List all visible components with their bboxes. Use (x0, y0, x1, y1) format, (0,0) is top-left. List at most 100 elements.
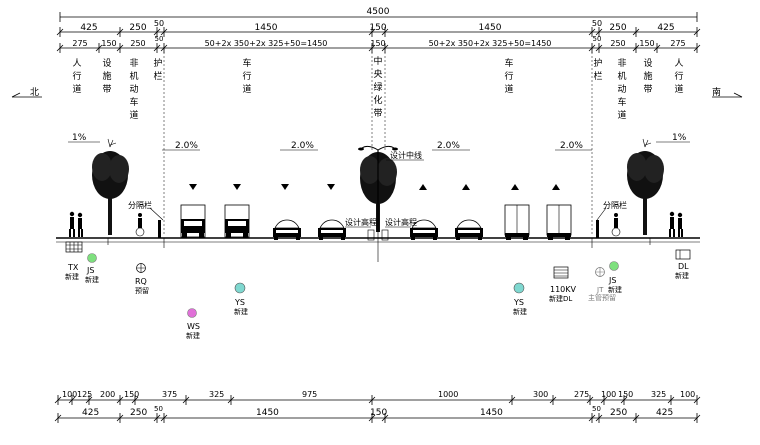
vehicles (180, 204, 572, 240)
arrow-down-2 (233, 184, 241, 190)
bdim1-375: 375 (162, 390, 177, 399)
car-right-1 (410, 219, 438, 240)
dim-r2-50-right: 50 (592, 19, 602, 28)
vertical-labels: 人行道 设施带 非机动车道 护栏 车行道 中央绿化带 车行道 护栏 非机动车道 … (72, 55, 683, 121)
bdim2-50-left: 50 (154, 405, 163, 413)
utility-ws: WS 新建 (186, 308, 200, 340)
dim-r3-150-center: 150 (370, 39, 385, 48)
bdim1-300: 300 (533, 390, 548, 399)
bdim1-325: 325 (209, 390, 224, 399)
bottom-dimension-lines (54, 395, 701, 423)
bottom-row2-labels: 425 250 50 1450 150 1450 50 250 425 (82, 405, 673, 418)
label-right-guardrail: 护栏 (593, 57, 602, 82)
bdim2-425-right: 425 (656, 408, 673, 418)
slope-road-3: 2.0% (437, 141, 460, 151)
label-right-nonmotor: 非机动车道 (617, 57, 626, 121)
bdim1-325b: 325 (651, 390, 666, 399)
slope-indicators: 1% 1% 2.0% 2.0% 2.0% 2.0% (68, 133, 690, 151)
label-left-guardrail: 护栏 (153, 57, 162, 82)
dim-r3-250-right: 250 (610, 39, 625, 48)
dim-r2-1450-left: 1450 (255, 23, 278, 33)
utility-js-left-marker (87, 253, 97, 263)
utility-tx: TX 新建 (65, 241, 83, 281)
bdim2-1450-right: 1450 (480, 408, 503, 418)
dim-r2-425-left: 425 (80, 23, 97, 33)
arrow-up-3 (511, 184, 519, 190)
utility-ws-status: 新建 (186, 331, 200, 340)
extension-lines (163, 48, 593, 235)
utility-ys-right-code: YS (513, 298, 524, 307)
utility-js-right: JS 新建 (608, 261, 622, 294)
utility-110kv: 110KV 新建DL (549, 266, 577, 303)
utility-rq-status: 预留 (135, 286, 149, 295)
label-left-facility: 设施带 (102, 58, 111, 95)
total-width-label: 4500 (367, 7, 390, 17)
design-centerline-label: 设计中线 (390, 150, 422, 160)
utility-tx-status: 新建 (65, 272, 79, 281)
dim-r3-50-left: 50 (155, 35, 164, 43)
dim-r2-250-right: 250 (609, 23, 626, 33)
bdim1-200: 200 (100, 390, 115, 399)
utility-js-right-code: JS (608, 276, 616, 285)
bottom-row1-labels: 100 125 200 150 375 325 975 1000 300 275… (62, 390, 695, 399)
slope-road-1: 2.0% (175, 141, 198, 151)
dim-r3-150-left: 150 (101, 39, 116, 48)
dim-r2-425-right: 425 (657, 23, 674, 33)
north-label: 北 (30, 87, 39, 98)
arrow-down-1 (189, 184, 197, 190)
design-elevation-left: 设计高程 (345, 217, 377, 227)
utility-jt: JT 主管预留 (588, 267, 616, 302)
top-dimension-lines (56, 12, 701, 53)
utility-ys-left: YS 新建 (234, 282, 248, 316)
tree-right (627, 138, 664, 235)
divider-label-left: 分隔栏 (128, 200, 152, 210)
bdim1-125: 125 (77, 390, 92, 399)
utility-ys-right-marker (513, 282, 525, 294)
utility-jt-status: 主管预留 (588, 293, 616, 302)
utility-ys-right: YS 新建 (513, 282, 527, 316)
slope-road-2: 2.0% (291, 141, 314, 151)
dim-r3-formula-right: 50+2x 350+2x 325+50=1450 (429, 39, 552, 48)
car-right-2 (455, 219, 483, 240)
arrow-up-2 (462, 184, 470, 190)
truck-right-1 (504, 204, 530, 240)
utility-110kv-code: 110KV (550, 285, 577, 294)
bdim1-150b: 150 (618, 390, 633, 399)
bdim2-50-right: 50 (592, 405, 601, 413)
bdim2-425-left: 425 (82, 408, 99, 418)
utility-ys-right-status: 新建 (513, 307, 527, 316)
utility-js-right-marker (609, 261, 619, 271)
utility-rq-code: RQ (135, 277, 147, 286)
bdim2-250-right: 250 (610, 408, 627, 418)
utility-ws-marker (187, 308, 197, 318)
label-left-carriageway: 车行道 (242, 57, 251, 95)
dim-r3-275-left: 275 (72, 39, 87, 48)
arrow-up-4 (552, 184, 560, 190)
label-right-carriageway: 车行道 (504, 57, 513, 95)
south-label: 南 (712, 86, 721, 98)
car-left-2 (318, 219, 346, 240)
divider-posts (158, 220, 599, 238)
dim-r3-50-right: 50 (593, 35, 602, 43)
utility-js-left-code: JS (86, 266, 94, 275)
pedestrians-right (669, 211, 683, 237)
utility-dl: DL 新建 (675, 249, 691, 280)
dim-r2-1450-right: 1450 (479, 23, 502, 33)
car-left-1 (273, 219, 301, 240)
north-direction: 北 (11, 87, 42, 98)
bdim1-1000: 1000 (438, 390, 458, 399)
utility-js-right-status: 新建 (608, 285, 622, 294)
slope-road-4: 2.0% (560, 141, 583, 151)
utility-ys-left-code: YS (234, 298, 245, 307)
traffic-arrows (189, 184, 560, 190)
utility-ys-left-marker (234, 282, 246, 294)
south-direction: 南 (712, 86, 743, 98)
utility-rq: RQ 预留 (135, 263, 149, 295)
dim-r3-275-right: 275 (670, 39, 685, 48)
utility-ys-left-status: 新建 (234, 307, 248, 316)
label-right-facility: 设施带 (643, 58, 652, 95)
dim-r2-150-center: 150 (369, 23, 386, 33)
pedestrians-left (69, 211, 83, 237)
utility-js-left-status: 新建 (85, 275, 99, 284)
utility-ws-code: WS (187, 322, 200, 331)
